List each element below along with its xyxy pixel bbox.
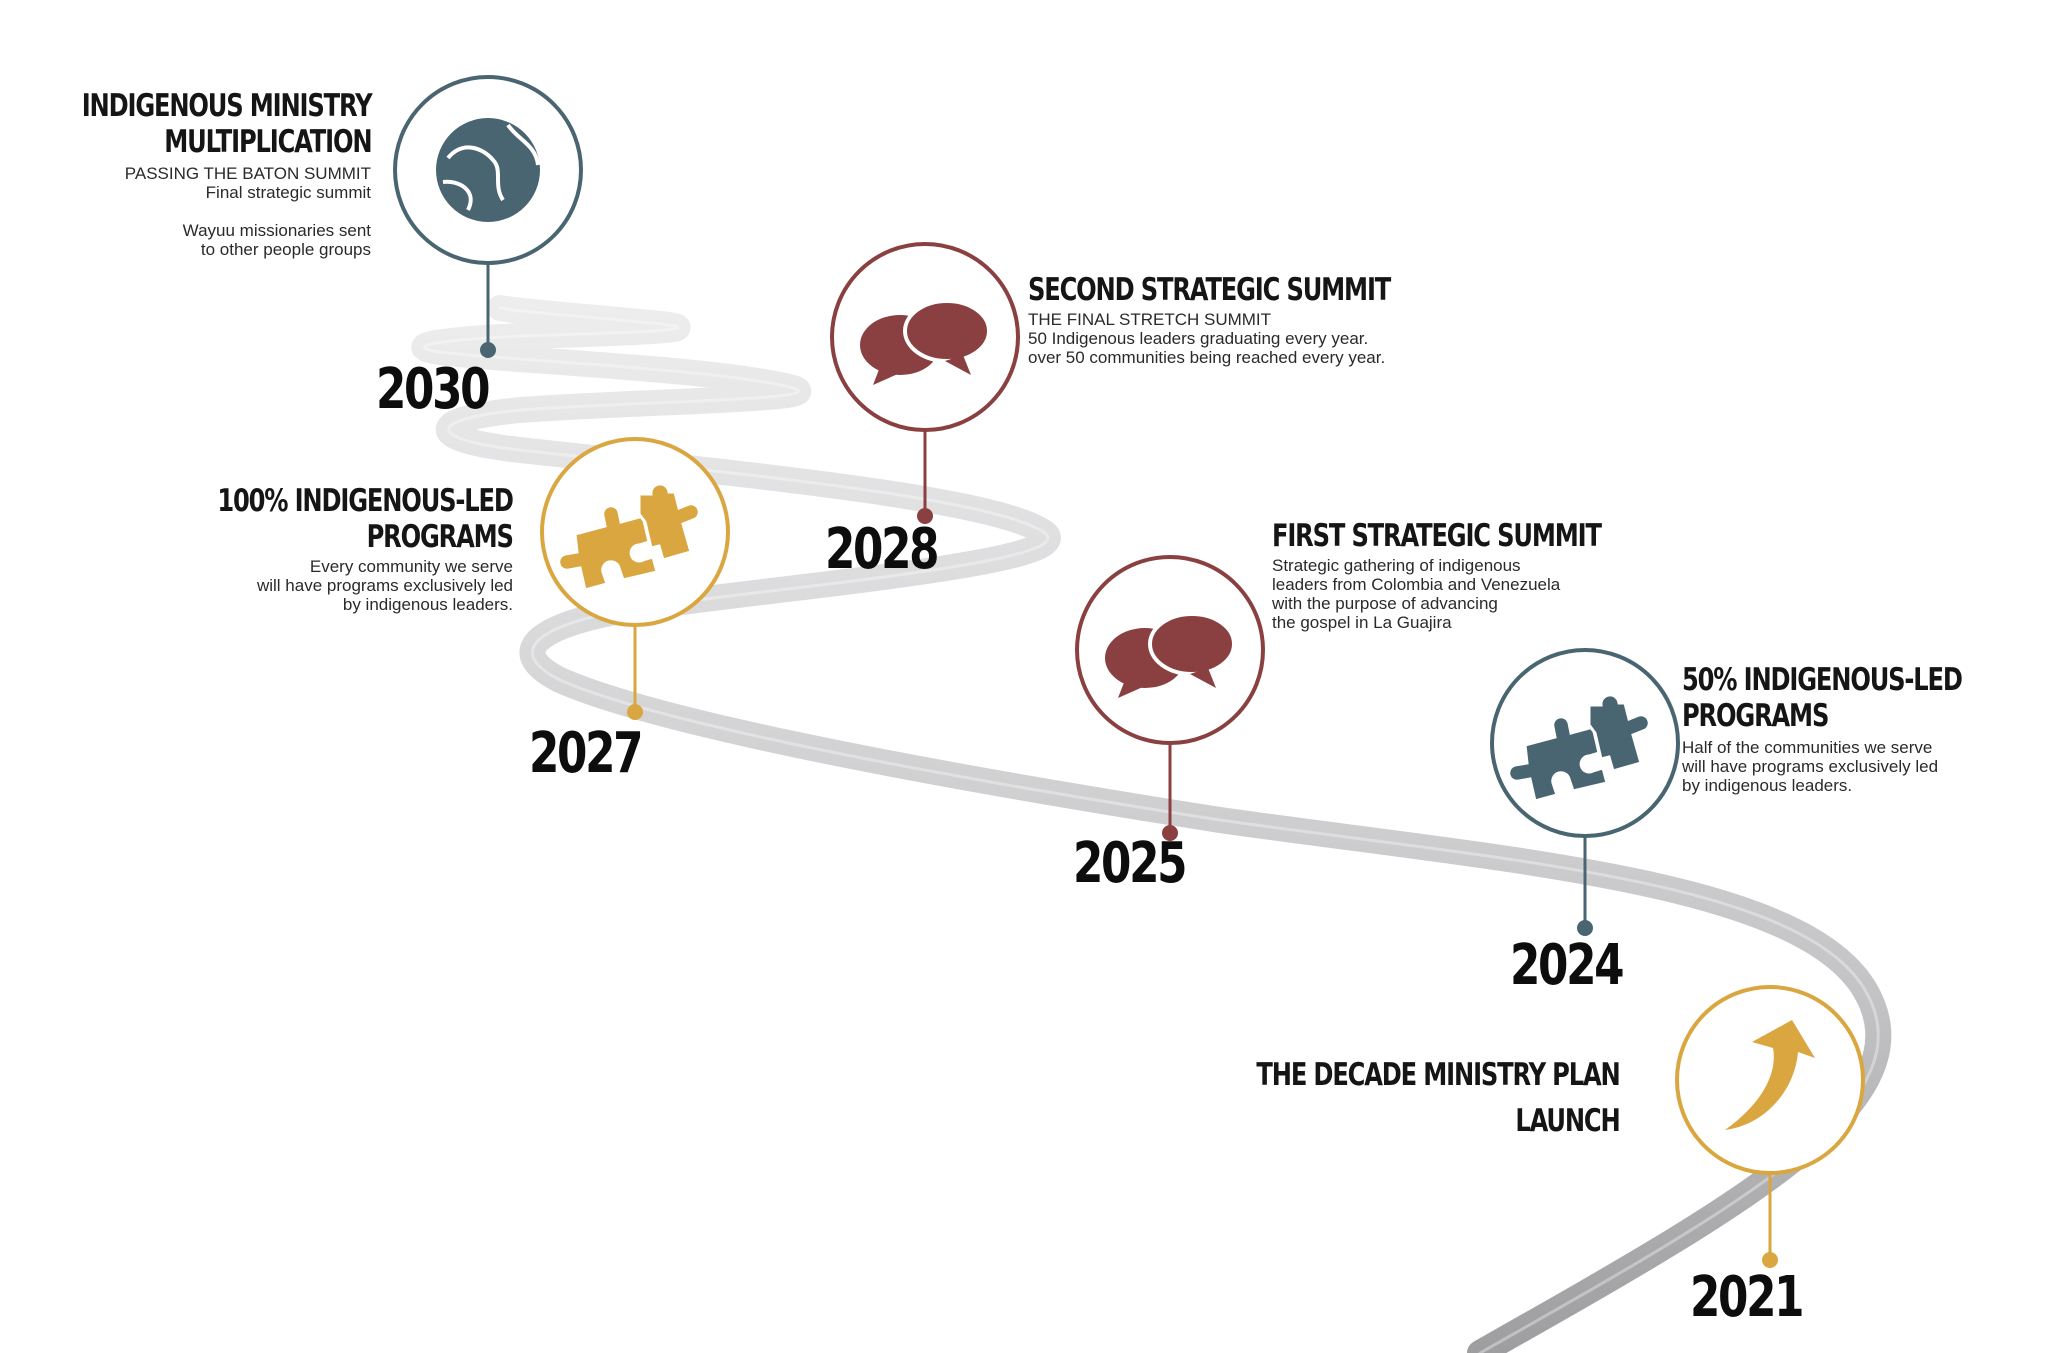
milestone-description: the gospel in La Guajira	[1272, 613, 1452, 632]
milestone-title: SECOND STRATEGIC SUMMIT	[1028, 272, 1391, 308]
marker-pin-dot	[1762, 1252, 1778, 1268]
milestone-description: with the purpose of advancing	[1272, 594, 1498, 613]
milestone-marker-2030	[393, 75, 583, 358]
milestone-description: Wayuu missionaries sent	[182, 221, 371, 240]
milestone-title: 100% INDIGENOUS-LED	[217, 483, 515, 519]
milestone-2025-text: FIRST STRATEGIC SUMMIT Strategic gatheri…	[1272, 518, 1694, 632]
spacer	[0, 202, 371, 221]
puzzle-icon	[557, 482, 701, 592]
milestone-description: by indigenous leaders.	[342, 595, 513, 614]
milestone-description: over 50 communities being reached every …	[1028, 348, 1386, 367]
arrow-up-icon	[1725, 1020, 1815, 1130]
marker-pin-dot	[917, 508, 933, 524]
winding-road-edge	[423, 306, 1880, 1353]
year-label-2021: 2021	[1690, 1265, 1805, 1330]
milestone-title: MULTIPLICATION	[163, 124, 372, 160]
milestone-description: Every community we serve	[309, 557, 513, 576]
milestone-title: PROGRAMS	[1682, 698, 1829, 734]
speech-bubbles-icon	[1105, 612, 1236, 698]
milestone-marker-2027	[540, 437, 730, 720]
marker-pin-dot	[627, 704, 643, 720]
milestone-marker-2024	[1490, 648, 1680, 936]
milestone-title: INDIGENOUS MINISTRY	[81, 88, 372, 124]
speech-bubbles-icon	[860, 299, 991, 385]
marker-pin-dot	[480, 342, 496, 358]
milestone-2027-text: 100% INDIGENOUS-LED PROGRAMS Every commu…	[134, 483, 515, 614]
milestone-title: FIRST STRATEGIC SUMMIT	[1272, 518, 1602, 554]
milestone-marker-2028	[830, 242, 1020, 524]
milestone-title: LAUNCH	[1515, 1103, 1621, 1139]
milestone-title: 50% INDIGENOUS-LED	[1682, 662, 1963, 698]
milestone-description: PASSING THE BATON SUMMIT	[124, 164, 371, 183]
milestone-2021-text: THE DECADE MINISTRY PLAN LAUNCH	[1154, 1052, 1621, 1144]
milestone-description: Half of the communities we serve	[1682, 738, 1933, 757]
year-label-2027: 2027	[529, 721, 644, 786]
milestone-description: THE FINAL STRETCH SUMMIT	[1028, 310, 1272, 329]
milestone-description: Strategic gathering of indigenous	[1272, 556, 1521, 575]
milestone-title: THE DECADE MINISTRY PLAN	[1256, 1057, 1621, 1093]
milestone-2030-text: INDIGENOUS MINISTRY MULTIPLICATION PASSI…	[0, 88, 372, 259]
milestone-marker-2021	[1675, 985, 1865, 1268]
milestone-2028-text: SECOND STRATEGIC SUMMIT THE FINAL STRETC…	[1028, 272, 1492, 367]
milestone-description: leaders from Colombia and Venezuela	[1272, 575, 1561, 594]
milestone-description: will have programs exclusively led	[256, 576, 513, 595]
year-label-2028: 2028	[825, 517, 940, 582]
milestone-description: will have programs exclusively led	[1682, 757, 1939, 776]
milestone-description: 50 Indigenous leaders graduating every y…	[1028, 329, 1369, 348]
milestone-description: Final strategic summit	[205, 183, 371, 202]
year-label-2025: 2025	[1073, 831, 1188, 896]
year-label-2030: 2030	[376, 357, 491, 422]
year-label-2024: 2024	[1510, 933, 1625, 998]
globe-icon	[436, 118, 540, 222]
marker-pin-dot	[1162, 825, 1178, 841]
milestone-description: by indigenous leaders.	[1682, 776, 1853, 795]
marker-pin-dot	[1577, 920, 1593, 936]
puzzle-icon	[1507, 693, 1651, 803]
milestone-title: PROGRAMS	[366, 519, 514, 555]
winding-road	[411, 295, 1892, 1353]
milestone-2024-text: 50% INDIGENOUS-LED PROGRAMS Half of the …	[1682, 662, 2041, 795]
milestone-marker-2025	[1075, 555, 1265, 841]
milestone-description: to other people groups	[200, 240, 371, 259]
